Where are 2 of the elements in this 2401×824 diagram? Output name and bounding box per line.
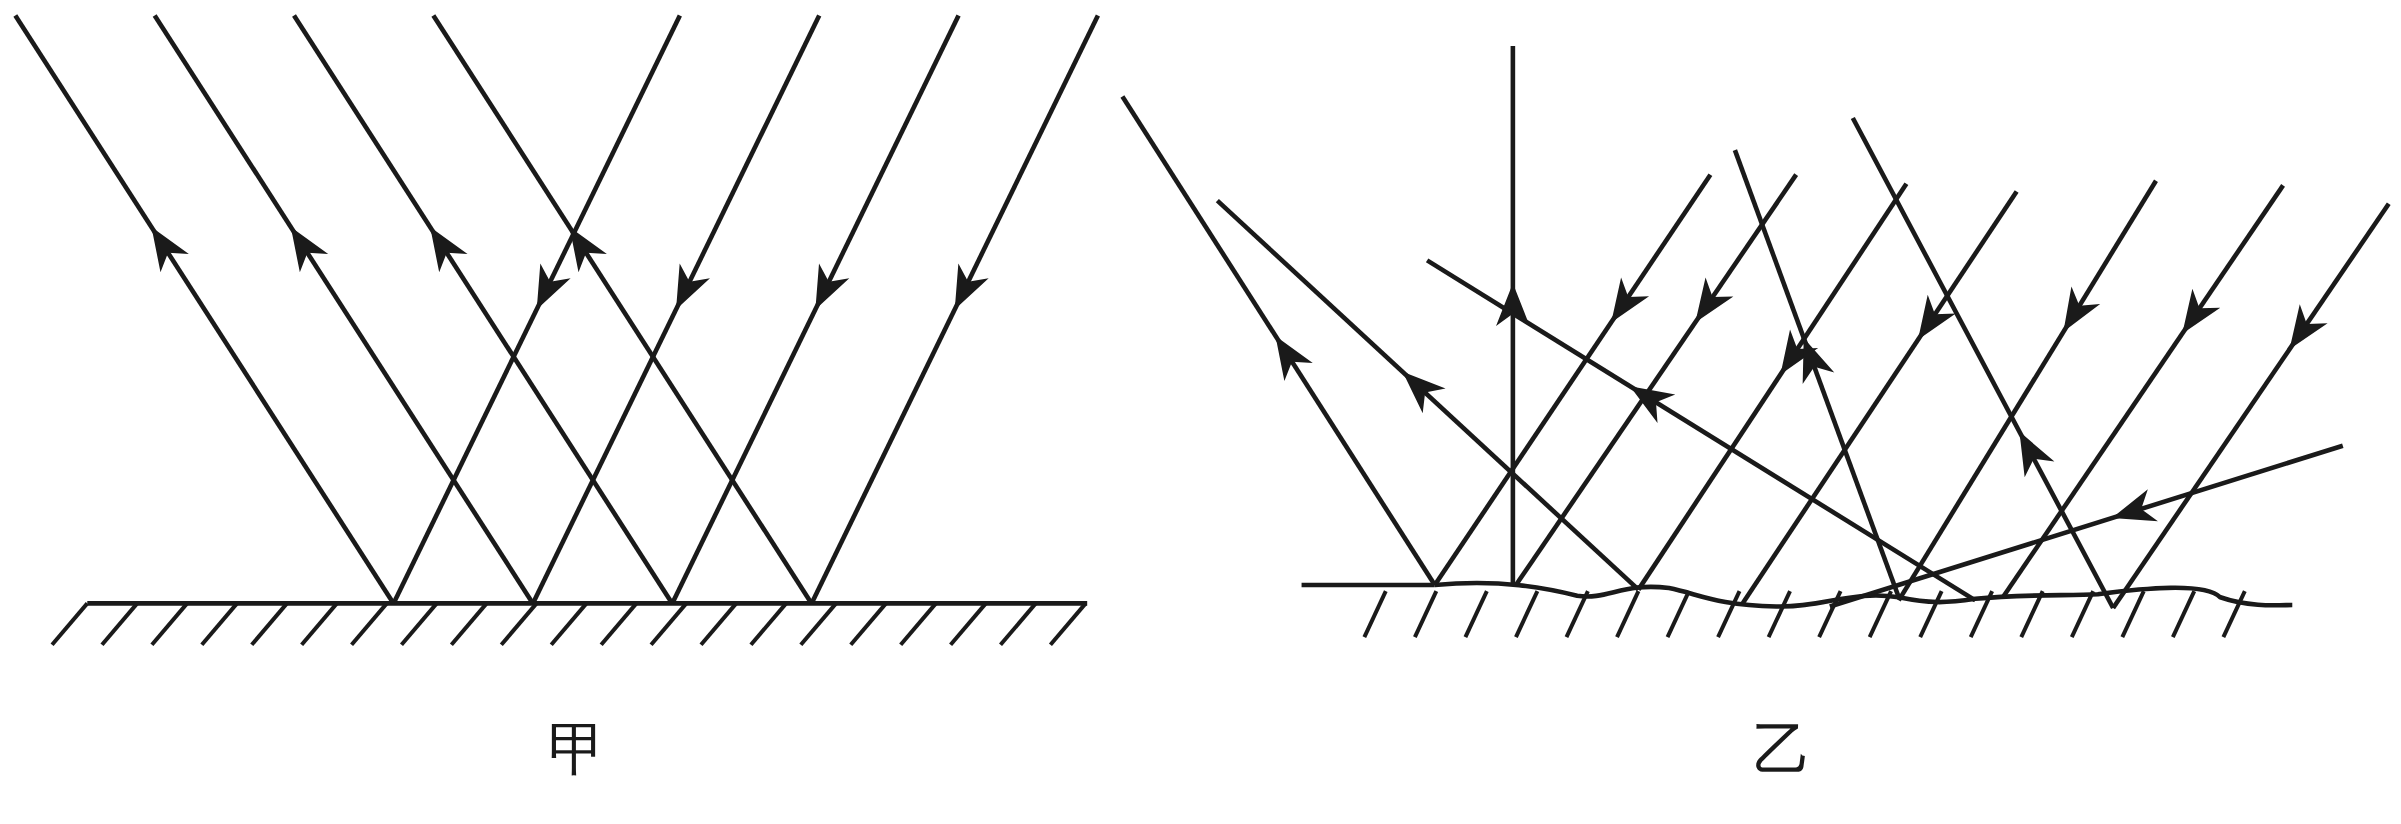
panel-label: 甲 <box>548 720 606 778</box>
panel-label: 乙 <box>1753 720 1811 778</box>
